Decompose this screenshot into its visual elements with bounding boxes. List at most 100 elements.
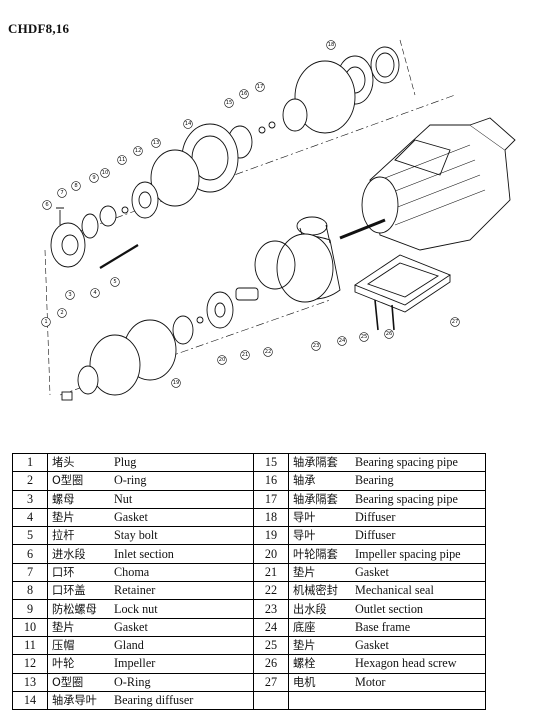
part-name-en: Mechanical seal xyxy=(351,581,486,601)
part-number: 4 xyxy=(12,507,48,528)
part-name-cn: 机械密封 xyxy=(288,581,351,601)
callout-label-17: 17 xyxy=(257,84,264,90)
part-number: 9 xyxy=(12,599,48,619)
part-name-cn: 电机 xyxy=(288,672,351,692)
callout-circle-11 xyxy=(117,155,127,165)
part-number: 13 xyxy=(12,672,48,692)
callout-circle-4 xyxy=(90,288,100,298)
part-name-cn: 轴承 xyxy=(288,471,351,491)
callout-circle-22 xyxy=(263,347,273,357)
callout-circle-2 xyxy=(57,308,67,318)
callout-label-20: 20 xyxy=(219,357,226,363)
callout-circle-25 xyxy=(359,332,369,342)
part-number: 24 xyxy=(253,617,289,637)
callout-circle-15 xyxy=(224,98,234,108)
part-name-en: Hexagon head screw xyxy=(351,654,486,674)
part-name-cn: 堵头 xyxy=(47,452,110,473)
part-name-cn: 垫片 xyxy=(47,507,110,528)
callout-label-11: 11 xyxy=(119,157,126,163)
part-name-cn: 垫片 xyxy=(288,635,351,656)
part-name-cn: 进水段 xyxy=(47,544,110,564)
callout-circle-10 xyxy=(100,168,110,178)
part-name-en: Gasket xyxy=(351,635,486,656)
part-number: 5 xyxy=(12,526,48,546)
part-number: 3 xyxy=(12,489,48,509)
callout-circle-26 xyxy=(384,329,394,339)
part-number: 27 xyxy=(253,672,289,692)
callout-label-13: 13 xyxy=(153,140,160,146)
part-name-cn: 拉杆 xyxy=(47,526,110,546)
part-number: 2 xyxy=(12,471,48,491)
part-name-cn: O型圈 xyxy=(47,471,110,491)
inlet-section-shape xyxy=(50,207,86,268)
part-name-cn: 轴承导叶 xyxy=(47,690,110,711)
part-name-en: Motor xyxy=(351,672,486,692)
part-number: 21 xyxy=(253,562,289,583)
callout-label-18: 18 xyxy=(328,42,335,48)
part-number: 25 xyxy=(253,635,289,656)
part-name-cn: 叶轮 xyxy=(47,654,110,674)
callout-circle-19 xyxy=(171,378,181,388)
diagram-title: CHDF8,16 xyxy=(8,21,70,36)
callout-circle-9 xyxy=(89,173,99,183)
callout-label-19: 19 xyxy=(173,380,180,386)
part-number: 12 xyxy=(12,654,48,674)
callout-circle-5 xyxy=(110,277,120,287)
part-name-cn: 导叶 xyxy=(288,526,351,546)
base-frame-shape xyxy=(354,254,451,331)
callout-circle-27 xyxy=(450,317,460,327)
callout-circle-14 xyxy=(183,119,193,129)
part-name-cn: 压帽 xyxy=(47,635,110,656)
part-name-cn: 口环盖 xyxy=(47,581,110,601)
callout-label-16: 16 xyxy=(241,91,248,97)
callout-label-12: 12 xyxy=(135,148,142,154)
part-name-en: Lock nut xyxy=(110,599,254,619)
part-name-cn: O型圈 xyxy=(47,672,110,692)
part-number: 8 xyxy=(12,581,48,601)
part-name-cn: 轴承隔套 xyxy=(288,452,351,473)
callout-label-25: 25 xyxy=(361,334,368,340)
part-number: 16 xyxy=(253,471,289,491)
part-number: 1 xyxy=(12,452,48,473)
part-name-en: Plug xyxy=(110,452,254,473)
callout-circle-17 xyxy=(255,82,265,92)
part-name-cn xyxy=(288,690,351,711)
callout-circle-24 xyxy=(337,336,347,346)
part-name-en: Diffuser xyxy=(351,507,486,528)
part-name-en: Gasket xyxy=(110,617,254,637)
part-number: 18 xyxy=(253,507,289,528)
callout-circle-12 xyxy=(133,146,143,156)
part-name-en xyxy=(351,690,486,711)
part-number: 11 xyxy=(12,635,48,656)
part-number: 10 xyxy=(12,617,48,637)
callout-circle-13 xyxy=(151,138,161,148)
callout-circle-8 xyxy=(71,181,81,191)
part-name-en: Base frame xyxy=(351,617,486,637)
callout-label-9: 9 xyxy=(92,175,95,181)
part-name-cn: 出水段 xyxy=(288,599,351,619)
part-name-en: Impeller spacing pipe xyxy=(351,544,486,564)
part-name-en: Gasket xyxy=(110,507,254,528)
callout-circle-7 xyxy=(57,188,67,198)
part-name-en: Retainer xyxy=(110,581,254,601)
part-number: 19 xyxy=(253,526,289,546)
part-name-cn: 防松螺母 xyxy=(47,599,110,619)
part-name-cn: 轴承隔套 xyxy=(288,489,351,509)
part-name-en: Impeller xyxy=(110,654,254,674)
part-name-en: Bearing diffuser xyxy=(110,690,254,711)
part-name-en: Nut xyxy=(110,489,254,509)
part-number: 6 xyxy=(12,544,48,564)
part-name-en: Inlet section xyxy=(110,544,254,564)
callout-circle-3 xyxy=(65,290,75,300)
callout-label-14: 14 xyxy=(185,121,192,127)
